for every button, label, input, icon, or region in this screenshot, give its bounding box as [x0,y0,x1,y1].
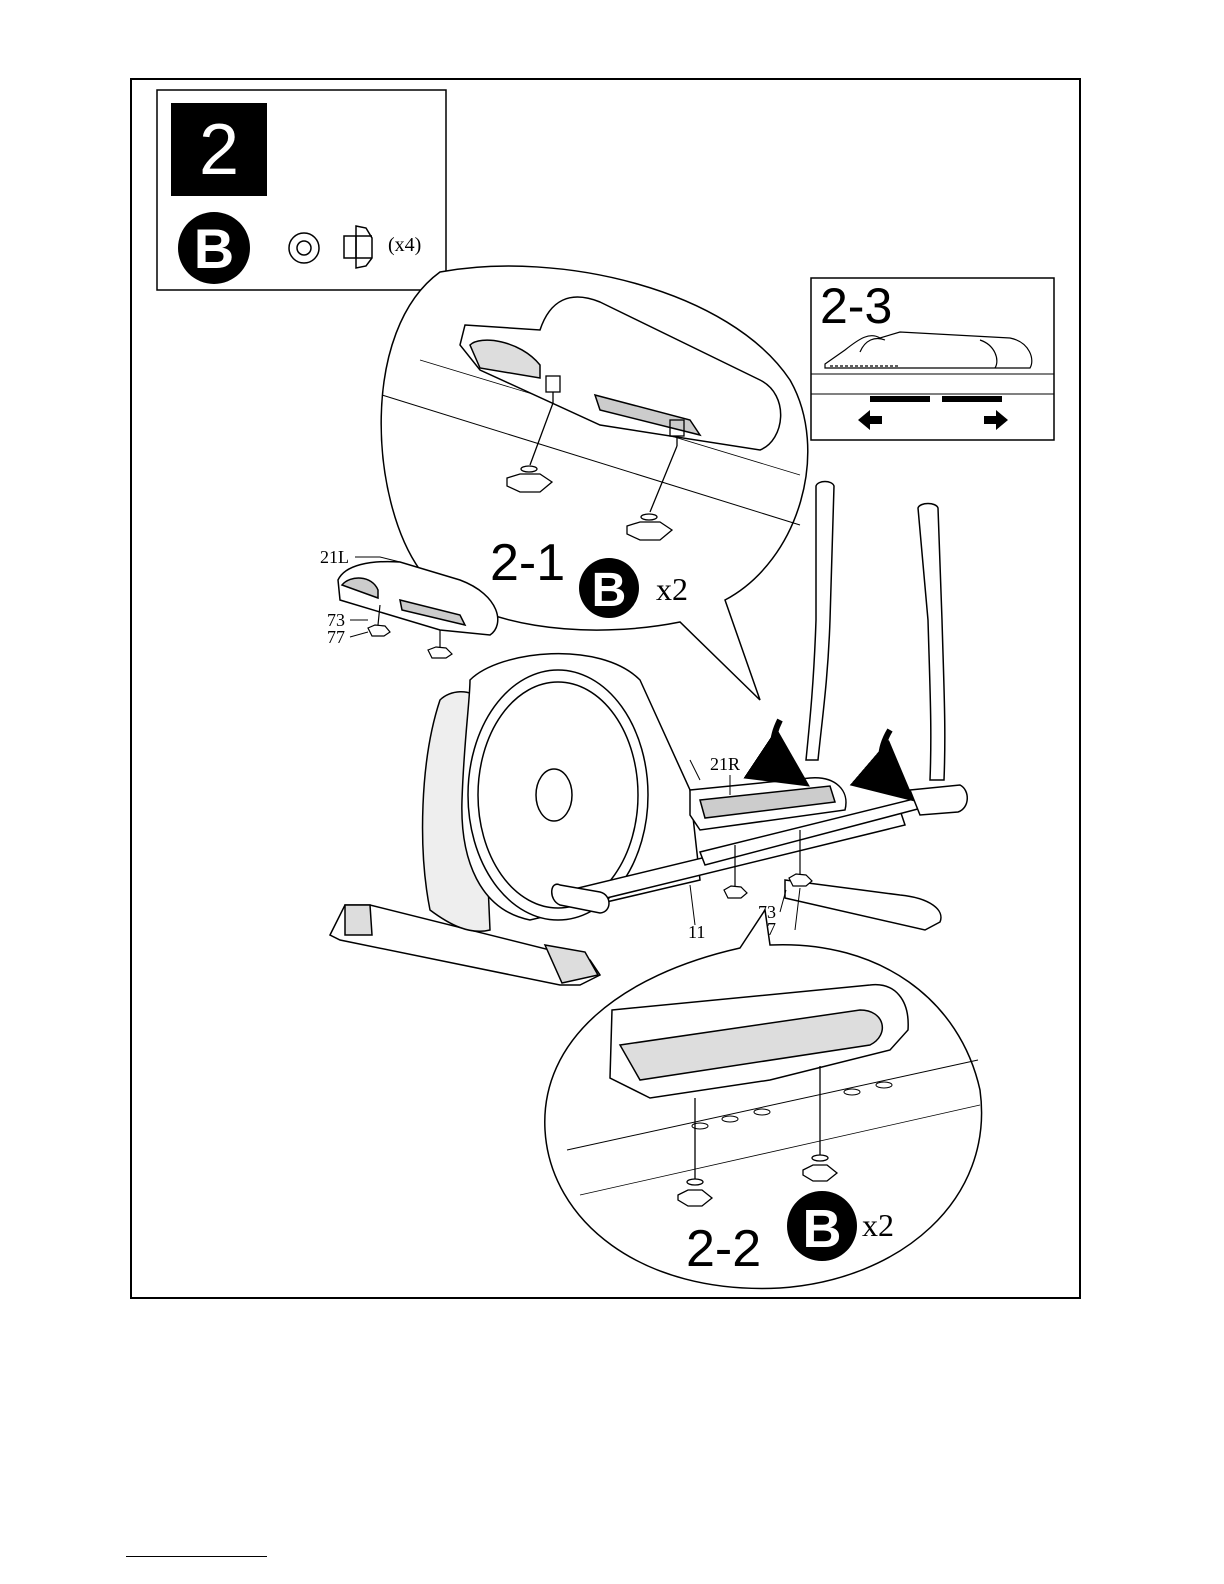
part-label-21l: 21L [320,547,349,567]
part-label-77-left: 77 [327,627,345,647]
right-handle-post [918,504,945,781]
footnote-rule [126,1556,267,1557]
detail-2-3-label: 2-3 [820,278,892,334]
detail-2-2-label: 2-2 [686,1220,761,1278]
detail-2-3-box: 2-3 [811,278,1054,440]
rear-stabilizer [785,880,941,930]
detail-2-1-qty: x2 [656,571,688,607]
left-handle-post [806,482,834,761]
detail-2-2-callout: 2-2 B x2 [545,910,982,1288]
detail-2-1-callout: 2-1 B x2 [381,266,808,700]
detail-2-1-letter: B [592,564,627,617]
detail-2-1-label: 2-1 [490,534,565,592]
part-label-11: 11 [688,922,705,942]
hardware-quantity: (x4) [388,234,421,256]
parts-box: 2 B (x4) [157,90,446,290]
step-number: 2 [199,110,239,190]
detail-2-2-qty: x2 [862,1207,894,1243]
detail-2-2-letter: B [803,1199,842,1259]
part-label-21r: 21R [710,754,740,774]
hardware-letter: B [194,217,234,280]
